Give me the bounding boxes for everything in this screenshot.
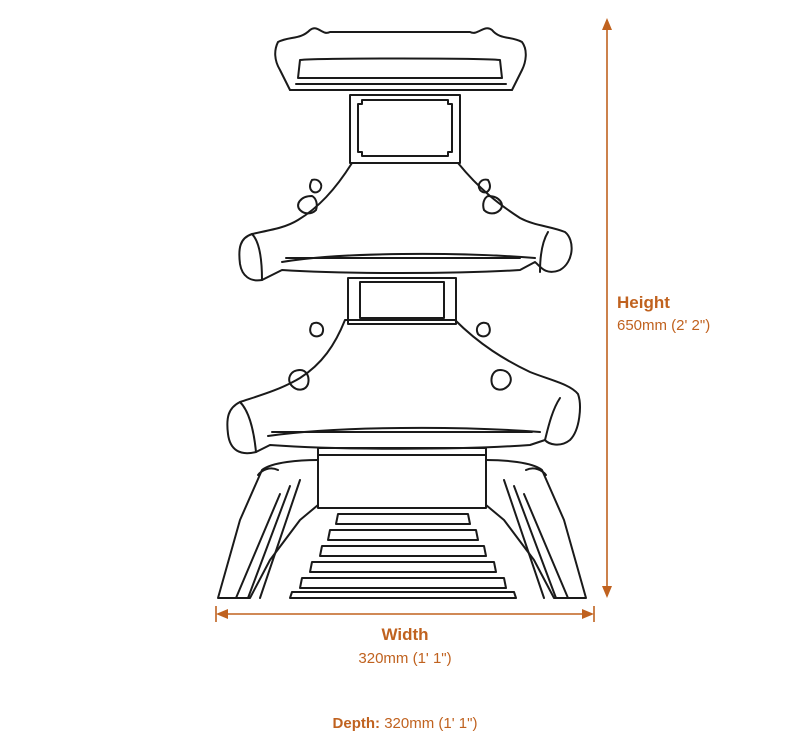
height-arrow <box>602 18 612 598</box>
base-flanks <box>217 459 587 599</box>
height-label: Height <box>617 293 670 312</box>
width-value: 320mm (1' 1") <box>358 650 452 667</box>
pagoda-lantern-illustration <box>215 18 612 622</box>
middle-window-box <box>347 277 457 325</box>
base-column <box>317 447 487 509</box>
height-value: 650mm (2' 2") <box>617 317 711 334</box>
middle-roof <box>238 162 573 282</box>
depth-label: Depth: <box>332 715 381 732</box>
dimension-diagram: Height 650mm (2' 2") Width 320mm (1' 1")… <box>215 18 711 732</box>
top-window-box <box>349 94 461 164</box>
width-label: Width <box>381 625 429 644</box>
lower-roof <box>226 319 581 455</box>
width-arrow <box>215 606 595 622</box>
top-roof <box>274 27 527 91</box>
base-steps <box>289 513 517 599</box>
depth-line: Depth: 320mm (1' 1") <box>0 715 800 732</box>
depth-value: 320mm (1' 1") <box>384 715 478 732</box>
